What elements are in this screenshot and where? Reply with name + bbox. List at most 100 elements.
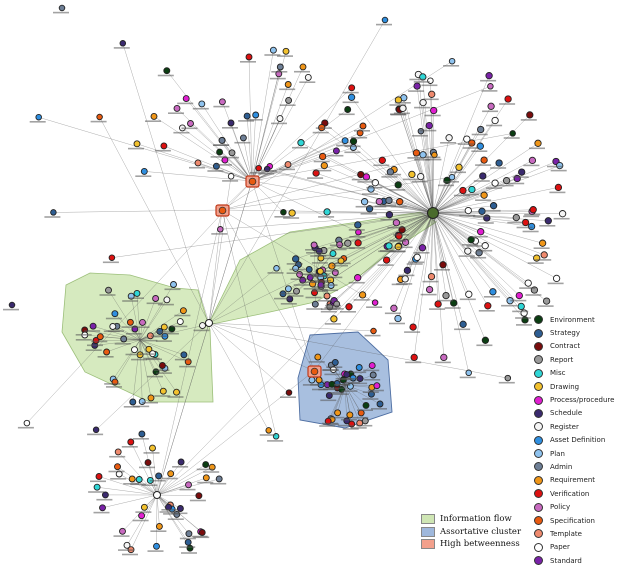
node[interactable] bbox=[468, 237, 474, 243]
node[interactable] bbox=[106, 287, 112, 293]
node[interactable] bbox=[320, 153, 326, 159]
node[interactable] bbox=[153, 296, 159, 302]
node[interactable] bbox=[350, 138, 356, 144]
node[interactable] bbox=[156, 473, 162, 479]
node[interactable] bbox=[312, 301, 318, 307]
node[interactable] bbox=[510, 131, 516, 137]
node[interactable] bbox=[120, 528, 126, 534]
node[interactable] bbox=[100, 505, 106, 511]
node[interactable] bbox=[136, 477, 142, 483]
node[interactable] bbox=[490, 289, 496, 295]
node[interactable] bbox=[344, 418, 350, 424]
node[interactable] bbox=[356, 365, 362, 371]
node[interactable] bbox=[109, 255, 115, 261]
node[interactable] bbox=[410, 324, 416, 330]
node[interactable] bbox=[177, 506, 183, 512]
node[interactable] bbox=[335, 410, 341, 416]
node[interactable] bbox=[426, 122, 432, 128]
node[interactable] bbox=[505, 96, 511, 102]
node[interactable] bbox=[285, 82, 291, 88]
node[interactable] bbox=[164, 68, 170, 74]
node[interactable] bbox=[482, 243, 488, 249]
node[interactable] bbox=[368, 186, 374, 192]
node[interactable] bbox=[305, 74, 311, 80]
node[interactable] bbox=[413, 150, 419, 156]
node[interactable] bbox=[429, 91, 435, 97]
node[interactable] bbox=[397, 199, 403, 205]
node[interactable] bbox=[449, 58, 455, 64]
node[interactable] bbox=[156, 523, 162, 529]
node[interactable] bbox=[480, 173, 486, 179]
node[interactable] bbox=[115, 449, 121, 455]
node[interactable] bbox=[244, 113, 250, 119]
node[interactable] bbox=[177, 319, 183, 325]
node[interactable] bbox=[311, 242, 317, 248]
node[interactable] bbox=[435, 301, 441, 307]
node[interactable] bbox=[414, 254, 420, 260]
node[interactable] bbox=[161, 143, 167, 149]
node[interactable] bbox=[478, 229, 484, 235]
node[interactable] bbox=[218, 227, 224, 233]
node[interactable] bbox=[478, 126, 484, 132]
node[interactable] bbox=[266, 428, 272, 434]
node[interactable] bbox=[141, 168, 147, 174]
node[interactable] bbox=[342, 138, 348, 144]
node[interactable] bbox=[355, 222, 361, 228]
node[interactable] bbox=[121, 336, 127, 342]
node[interactable] bbox=[188, 121, 194, 127]
node[interactable] bbox=[528, 223, 534, 229]
node[interactable] bbox=[519, 169, 525, 175]
node[interactable] bbox=[485, 303, 491, 309]
hub-node-right[interactable] bbox=[428, 208, 439, 219]
node[interactable] bbox=[203, 462, 209, 468]
node[interactable] bbox=[134, 141, 140, 147]
node[interactable] bbox=[97, 114, 103, 120]
node[interactable] bbox=[219, 99, 225, 105]
node[interactable] bbox=[529, 157, 535, 163]
node[interactable] bbox=[490, 203, 496, 209]
node[interactable] bbox=[441, 354, 447, 360]
node[interactable] bbox=[154, 543, 160, 549]
node[interactable] bbox=[395, 315, 401, 321]
node[interactable] bbox=[557, 162, 563, 168]
node[interactable] bbox=[240, 135, 246, 141]
node[interactable] bbox=[466, 291, 472, 297]
node[interactable] bbox=[316, 377, 322, 383]
node[interactable] bbox=[321, 162, 327, 168]
node[interactable] bbox=[306, 266, 312, 272]
node[interactable] bbox=[195, 160, 201, 166]
node[interactable] bbox=[174, 389, 180, 395]
node[interactable] bbox=[145, 460, 151, 466]
node[interactable] bbox=[505, 375, 511, 381]
node[interactable] bbox=[286, 390, 292, 396]
node[interactable] bbox=[115, 464, 121, 470]
node[interactable] bbox=[293, 265, 299, 271]
node[interactable] bbox=[315, 354, 321, 360]
node[interactable] bbox=[127, 319, 133, 325]
node[interactable] bbox=[386, 197, 392, 203]
node[interactable] bbox=[160, 388, 166, 394]
node[interactable] bbox=[414, 83, 420, 89]
node[interactable] bbox=[253, 112, 259, 118]
node[interactable] bbox=[141, 504, 147, 510]
node[interactable] bbox=[346, 304, 352, 310]
node[interactable] bbox=[186, 482, 192, 488]
node[interactable] bbox=[456, 164, 462, 170]
node[interactable] bbox=[139, 513, 145, 519]
node[interactable] bbox=[369, 363, 375, 369]
node[interactable] bbox=[180, 308, 186, 314]
node[interactable] bbox=[270, 47, 276, 53]
node[interactable] bbox=[382, 17, 388, 23]
node[interactable] bbox=[293, 256, 299, 262]
node[interactable] bbox=[553, 275, 559, 281]
node[interactable] bbox=[464, 136, 470, 142]
node[interactable] bbox=[151, 113, 157, 119]
node[interactable] bbox=[9, 302, 15, 308]
node[interactable] bbox=[246, 54, 252, 60]
node[interactable] bbox=[357, 376, 363, 382]
node[interactable] bbox=[139, 399, 145, 405]
node[interactable] bbox=[285, 286, 291, 292]
node[interactable] bbox=[140, 319, 146, 325]
node[interactable] bbox=[530, 207, 536, 213]
node[interactable] bbox=[522, 219, 528, 225]
